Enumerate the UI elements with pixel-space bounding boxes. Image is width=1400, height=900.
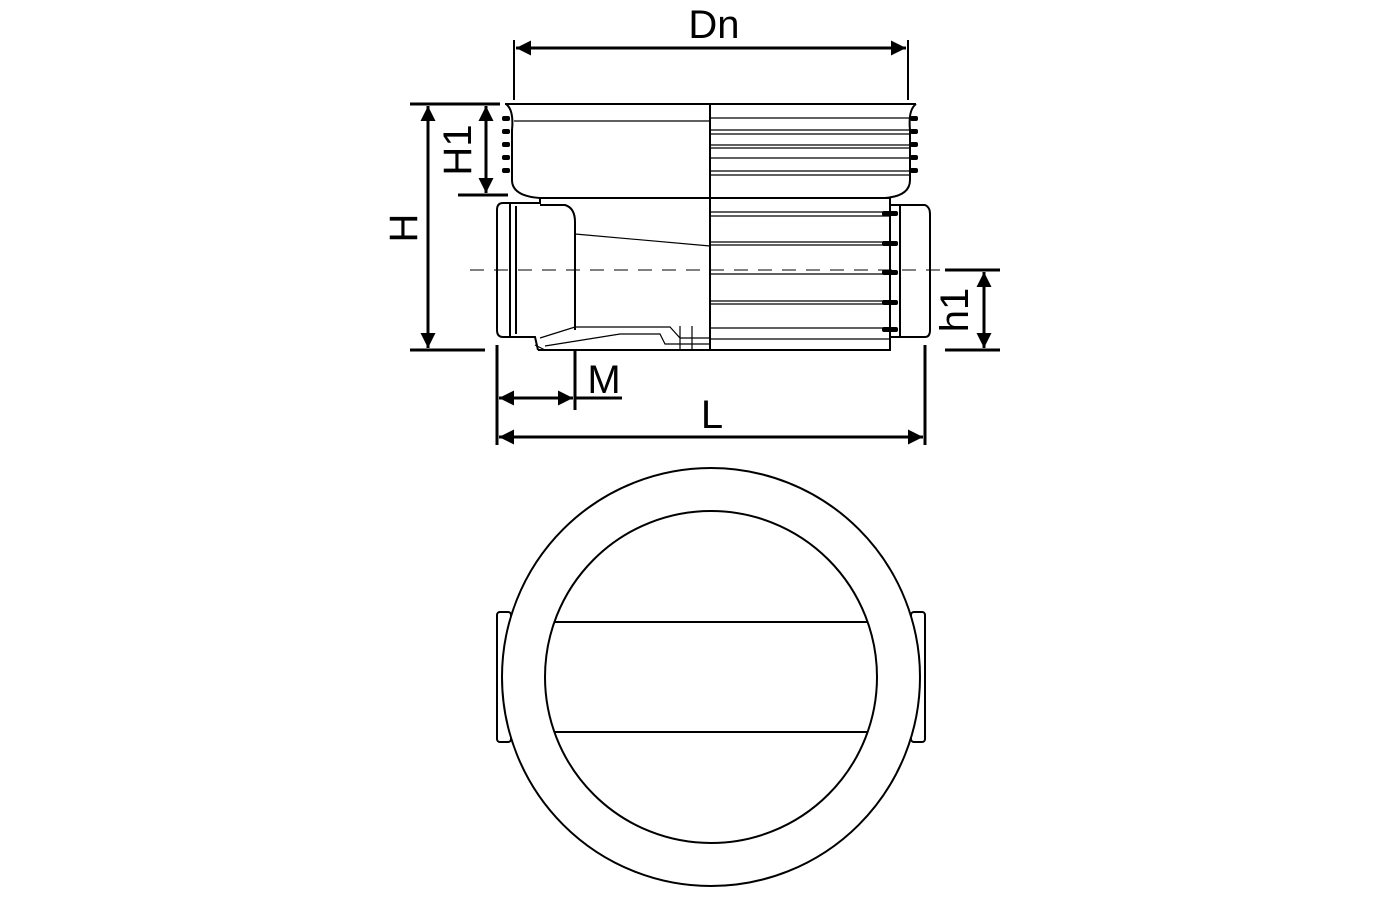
body-ribs bbox=[710, 211, 890, 340]
taper-line bbox=[574, 233, 711, 247]
side-view bbox=[470, 103, 950, 351]
m-label: M bbox=[587, 358, 620, 402]
l-label: L bbox=[701, 393, 723, 437]
dimension-l: L bbox=[499, 345, 927, 445]
h1-upper-label: H1 bbox=[436, 124, 480, 175]
outer-rim bbox=[501, 467, 921, 887]
h1-lower-label: h1 bbox=[933, 288, 977, 333]
h-label: H bbox=[382, 214, 426, 243]
dimension-h1-lower: h1 bbox=[933, 268, 1000, 352]
base-detail bbox=[534, 326, 710, 351]
dimension-h1-upper: H1 bbox=[436, 106, 508, 197]
dimension-m: M bbox=[495, 345, 622, 445]
bowl-ribs bbox=[514, 117, 910, 176]
top-view bbox=[496, 467, 926, 887]
dimension-h: H bbox=[382, 102, 500, 352]
inner-rim bbox=[544, 510, 878, 844]
dimension-dn: Dn bbox=[513, 3, 909, 100]
dn-label: Dn bbox=[688, 3, 739, 47]
inlet-socket bbox=[496, 198, 576, 351]
